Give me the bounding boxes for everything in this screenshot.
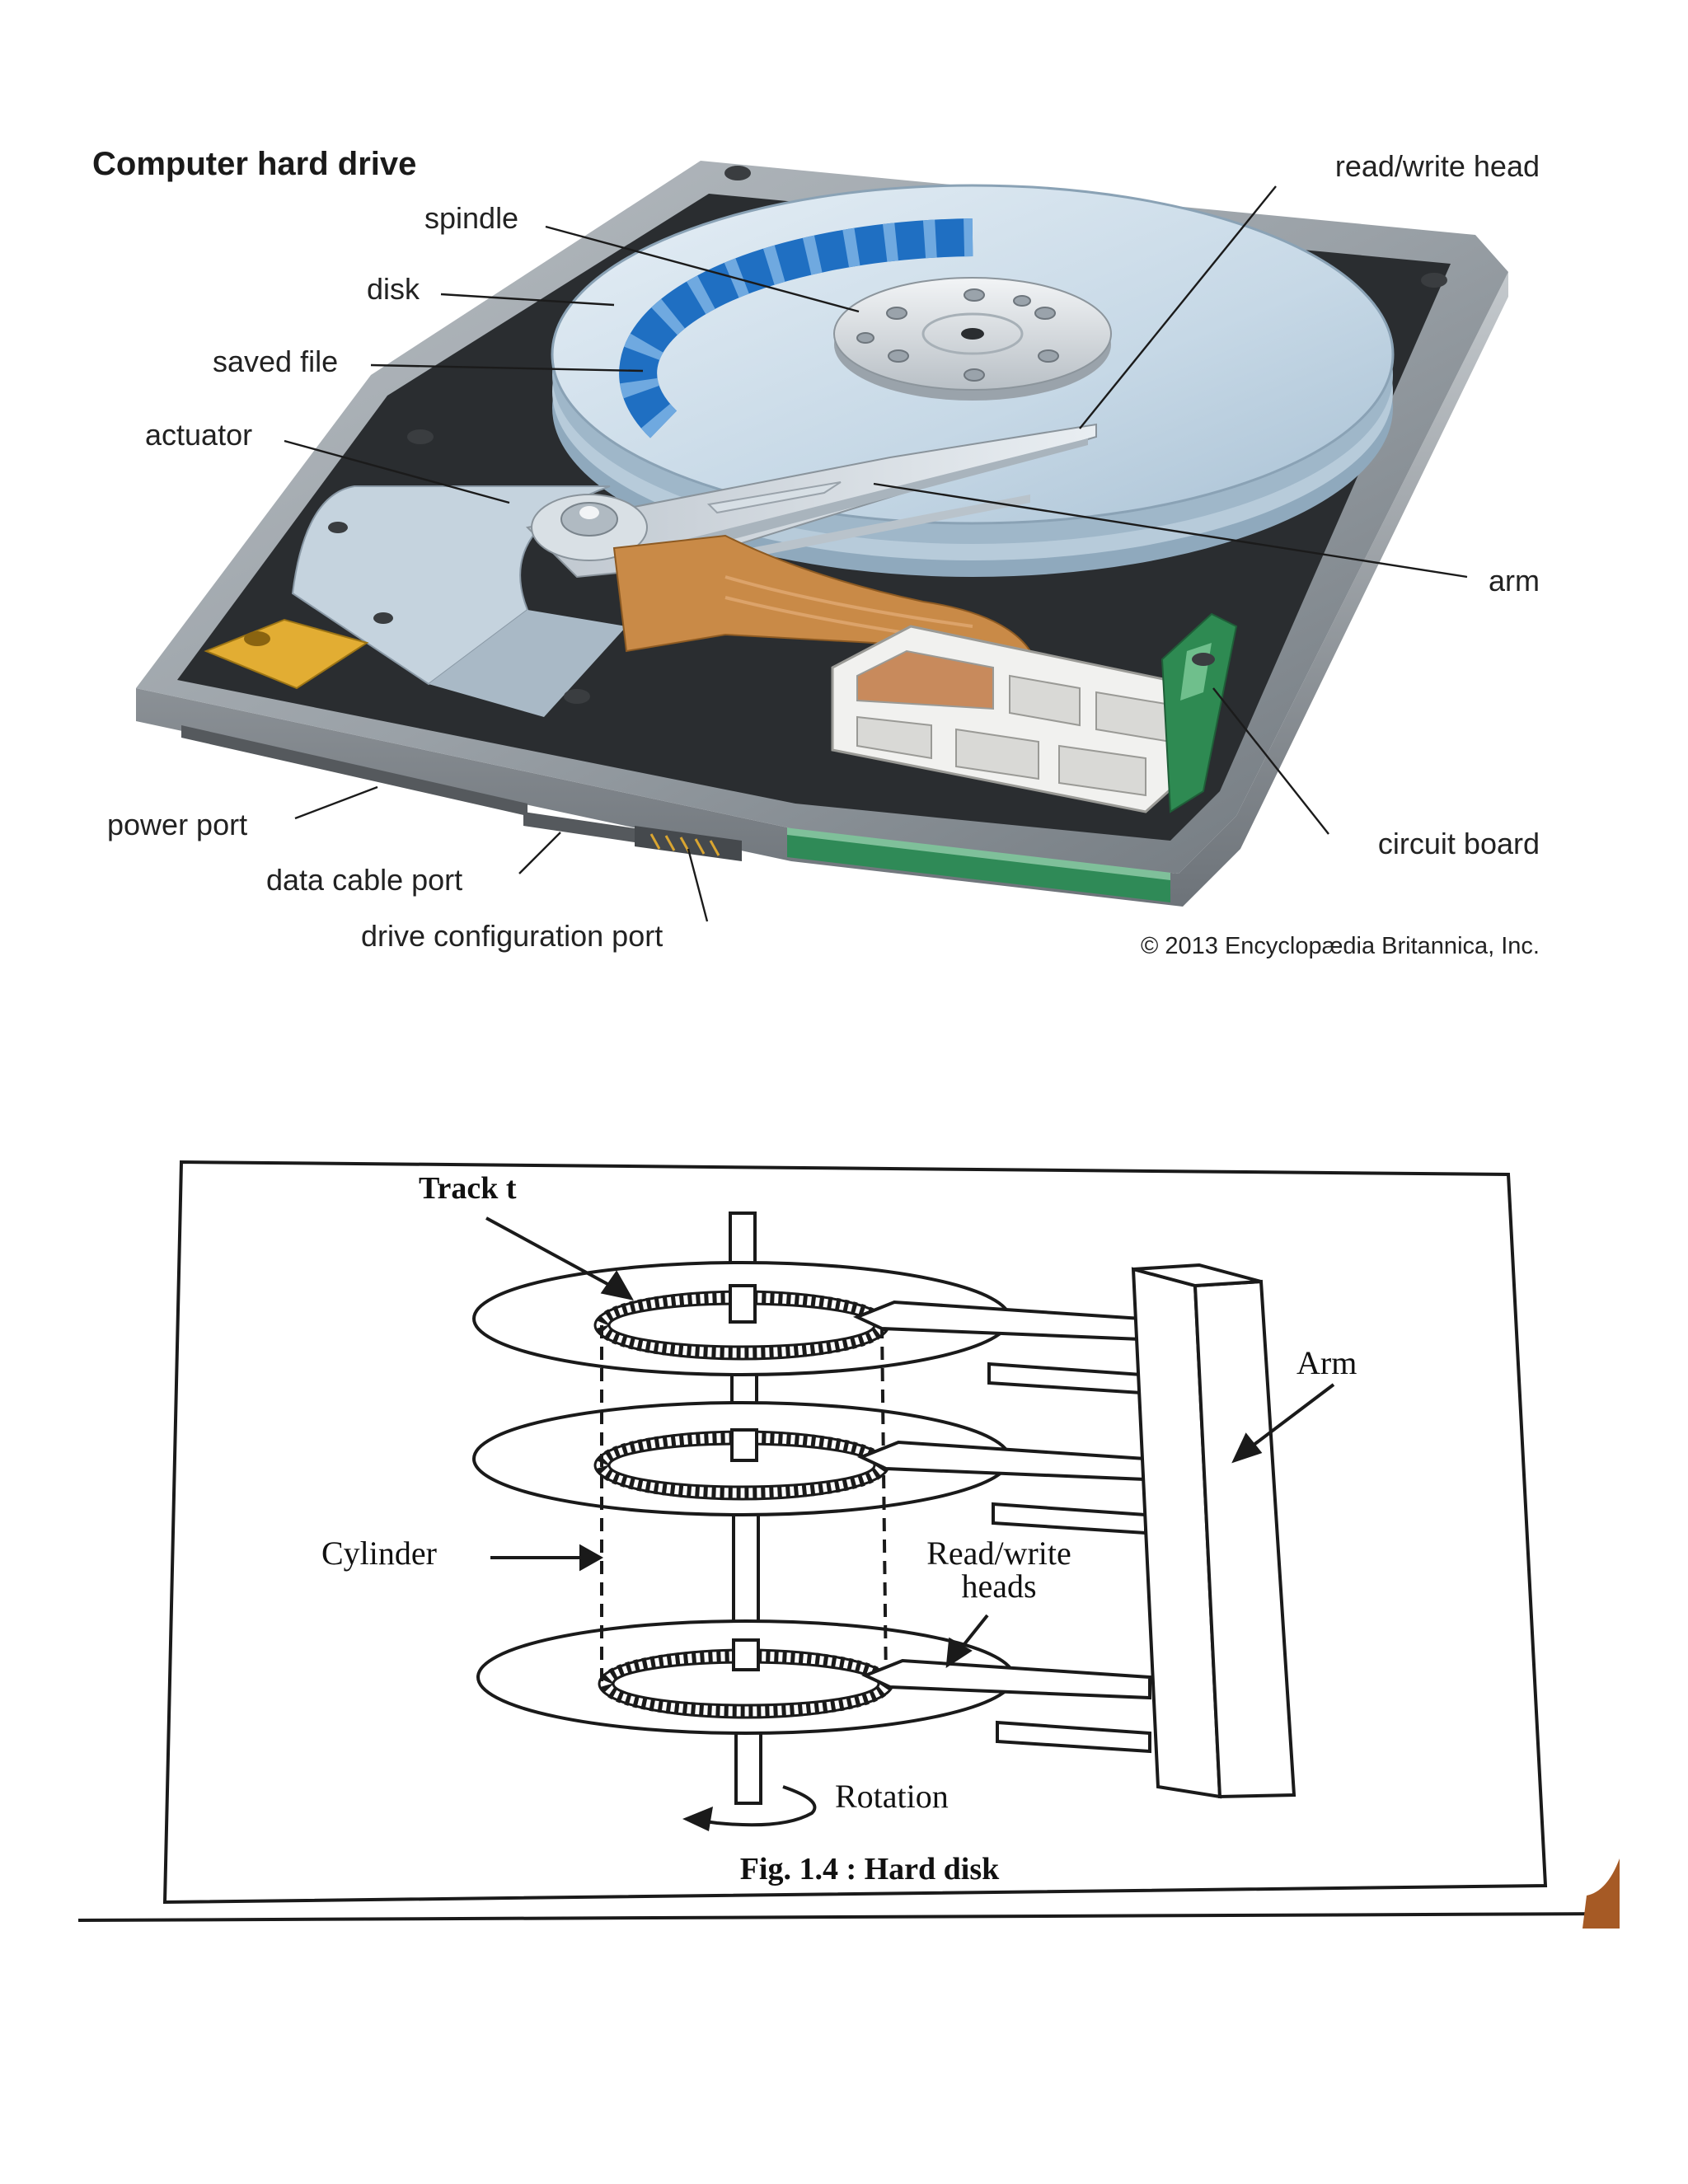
label-disk: disk — [367, 272, 420, 306]
cylinder-dashes — [600, 1324, 888, 1685]
arm-block — [1131, 1263, 1296, 1799]
pointer-arrows — [485, 1216, 1335, 1668]
actuator-magnet-plate — [291, 485, 611, 686]
circuit-board — [1160, 612, 1238, 813]
label-saved-file: saved file — [213, 344, 338, 378]
label-track: Track t — [419, 1171, 517, 1206]
label-read-write-line2: heads — [961, 1568, 1036, 1605]
label-circuit-board: circuit board — [1378, 827, 1540, 860]
label-drive-configuration-port: drive configuration port — [361, 919, 663, 953]
label-arm: arm — [1489, 564, 1540, 598]
figure2-caption: Fig. 1.4 : Hard disk — [740, 1852, 1000, 1886]
hard-drive-illustration — [136, 161, 1508, 907]
rotation-arrow — [692, 1785, 817, 1827]
figure2-frame — [162, 1160, 1548, 1905]
rotation-arrowhead — [682, 1807, 713, 1831]
head-arms — [852, 1300, 1151, 1754]
label-read-write-head: read/write head — [1335, 149, 1540, 183]
label-arm-line: Arm — [1296, 1344, 1357, 1381]
casing-screws — [328, 166, 1447, 704]
label-power-port: power port — [107, 808, 247, 841]
label-rotation: Rotation — [835, 1778, 949, 1815]
power-connector — [831, 625, 1189, 813]
label-read-write-line1: Read/write — [926, 1535, 1071, 1572]
hard-disk-line-drawing — [77, 1160, 1620, 1929]
spindle-screws — [856, 288, 1059, 382]
label-data-cable-port: data cable port — [266, 863, 462, 897]
figure1-leader-lines — [284, 185, 1468, 922]
rear-connectors — [181, 725, 742, 861]
label-spindle: spindle — [424, 201, 518, 235]
label-cylinder: Cylinder — [321, 1535, 437, 1572]
figure1-title: Computer hard drive — [92, 146, 416, 182]
label-actuator: actuator — [145, 418, 252, 452]
page-rule — [77, 1912, 1620, 1922]
spindle-center — [961, 328, 984, 340]
copyright-notice: © 2013 Encyclopædia Britannica, Inc. — [1141, 933, 1540, 959]
